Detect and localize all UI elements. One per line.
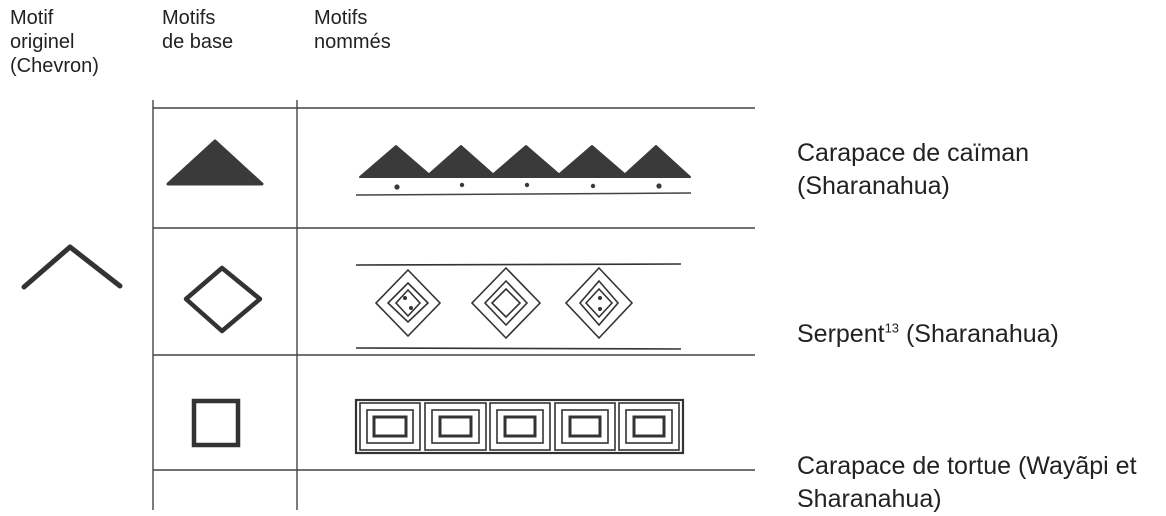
band-triangle <box>360 146 432 177</box>
band-triangle <box>490 146 562 177</box>
square-band <box>356 400 683 453</box>
band-triangle <box>556 146 628 177</box>
chevron-icon <box>24 247 120 287</box>
band-dot <box>525 183 529 187</box>
label-caiman: Carapace de caïman (Sharanahua) <box>797 137 1127 203</box>
label-serpent-main: Serpent <box>797 320 885 348</box>
band-dot <box>656 183 661 188</box>
label-tortue: Carapace de tortue (Wayãpi et Sharanahua… <box>797 450 1166 516</box>
band-dot <box>460 183 464 187</box>
label-serpent: Serpent13 (Sharanahua) <box>797 318 1137 351</box>
band-dot <box>394 184 399 189</box>
band-bottom-line <box>356 348 681 349</box>
band-triangle <box>426 146 496 177</box>
band-top-line <box>356 264 681 265</box>
band-triangle <box>622 146 690 177</box>
footnote-ref: 13 <box>885 321 899 336</box>
diamond-band <box>356 264 681 349</box>
square-icon <box>194 401 238 445</box>
diamond-icon <box>186 268 260 331</box>
triangle-band <box>360 146 690 177</box>
band-dot <box>591 184 595 188</box>
filled-triangle-icon <box>168 141 262 184</box>
band-baseline <box>356 193 691 195</box>
label-serpent-tail: (Sharanahua) <box>899 320 1059 348</box>
